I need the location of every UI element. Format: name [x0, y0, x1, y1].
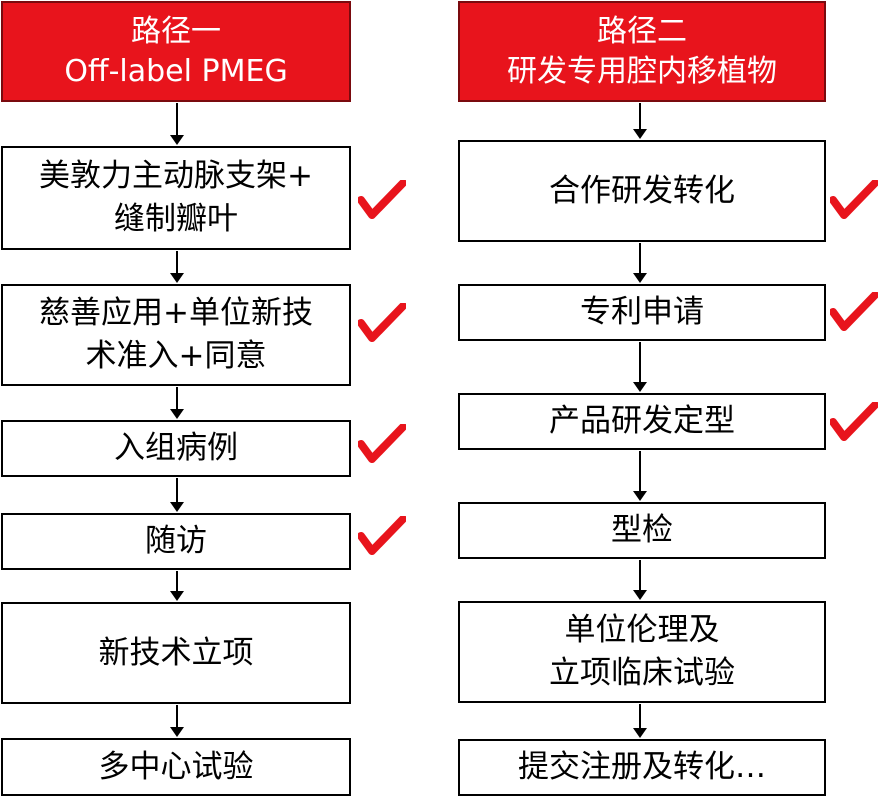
path1-header-subtitle: Off-label PMEG	[64, 53, 288, 89]
path2-arrow-6	[633, 704, 647, 738]
path2-step-2-line-1: 专利申请	[580, 294, 704, 331]
path1-step-6-line-1: 多中心试验	[98, 748, 254, 785]
path1-arrow-5	[170, 571, 184, 601]
path2-step-5-line-1: 单位伦理及	[564, 612, 720, 649]
path2-step-1-check-icon	[830, 180, 878, 219]
path1-header: 路径一 Off-label PMEG	[1, 1, 351, 102]
path2-header-title: 路径二	[597, 13, 687, 49]
path1-step-5-line-1: 新技术立项	[98, 634, 254, 671]
path2-arrow-4	[633, 451, 647, 501]
path2-step-1-line-1: 合作研发转化	[549, 172, 735, 209]
path1-step-5: 新技术立项	[1, 602, 351, 704]
path2-step-6: 提交注册及转化…	[458, 739, 826, 796]
path2-step-1: 合作研发转化	[458, 140, 826, 242]
path2-step-3-check-icon	[830, 402, 878, 441]
path1-step-1-check-icon	[358, 180, 406, 219]
path1-step-1-line-1: 美敦力主动脉支架+	[39, 158, 313, 195]
path1-step-2-check-icon	[358, 303, 406, 342]
path2-step-4: 型检	[458, 502, 826, 559]
path1-step-3-check-icon	[358, 424, 406, 463]
path2-arrow-3	[633, 342, 647, 392]
path2-step-4-line-1: 型检	[611, 512, 673, 549]
path2-step-2-check-icon	[830, 292, 878, 331]
path2-step-5-line-2: 立项临床试验	[549, 655, 735, 691]
path1-step-4: 随访	[1, 513, 351, 570]
path1-step-2: 慈善应用+单位新技 术准入+同意	[1, 284, 351, 386]
path1-step-2-line-2: 术准入+同意	[85, 338, 267, 374]
path1-arrow-6	[170, 705, 184, 737]
path1-arrow-4	[170, 478, 184, 512]
path2-arrow-1	[633, 103, 647, 139]
path2-step-6-line-1: 提交注册及转化…	[518, 749, 766, 786]
path1-step-3: 入组病例	[1, 420, 351, 477]
path1-arrow-2	[170, 251, 184, 283]
path2-header: 路径二 研发专用腔内移植物	[458, 1, 826, 102]
path1-step-1-line-2: 缝制瓣叶	[114, 201, 238, 237]
path1-step-2-line-1: 慈善应用+单位新技	[39, 295, 313, 332]
path1-step-1: 美敦力主动脉支架+ 缝制瓣叶	[1, 146, 351, 250]
path2-step-3-line-1: 产品研发定型	[549, 403, 735, 440]
path1-arrow-1	[170, 103, 184, 145]
path2-step-3: 产品研发定型	[458, 393, 826, 450]
path1-step-6: 多中心试验	[1, 738, 351, 796]
path1-step-3-line-1: 入组病例	[114, 430, 238, 467]
path2-arrow-2	[633, 243, 647, 283]
path2-arrow-5	[633, 560, 647, 600]
path1-header-title: 路径一	[131, 13, 221, 49]
path2-step-2: 专利申请	[458, 284, 826, 341]
path2-header-subtitle: 研发专用腔内移植物	[507, 53, 777, 89]
path1-step-4-line-1: 随访	[145, 523, 207, 560]
path1-arrow-3	[170, 387, 184, 419]
path2-step-5: 单位伦理及 立项临床试验	[458, 601, 826, 703]
path1-step-4-check-icon	[358, 516, 406, 555]
